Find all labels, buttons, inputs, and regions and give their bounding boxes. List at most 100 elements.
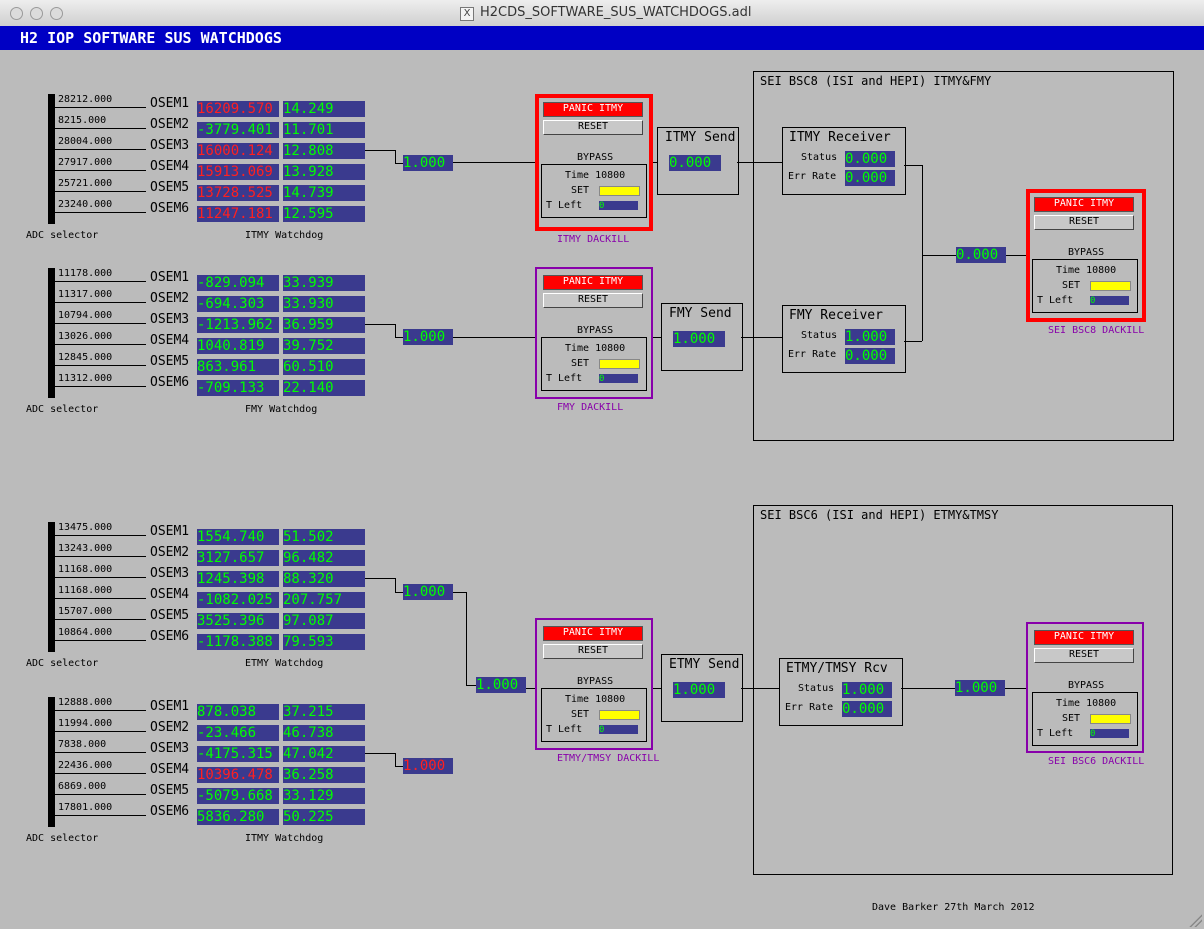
bypass-time: Time 10800	[565, 694, 626, 705]
sender-value-field: 1.000	[673, 331, 725, 347]
dackill-frame	[535, 267, 653, 399]
sei-bsc8-combined-field: 0.000	[956, 247, 1006, 263]
reset-button[interactable]: RESET	[543, 644, 643, 659]
panic-button[interactable]: PANIC ITMY	[543, 275, 643, 290]
osem-signal-field: 11247.181	[197, 206, 279, 222]
receiver-title: ETMY/TMSY Rcv	[786, 661, 888, 676]
adc-tick-line	[55, 710, 146, 711]
adc-tick-line	[55, 344, 146, 345]
adc-value: 11168.000	[58, 564, 113, 575]
watchdog-label: ETMY Watchdog	[245, 658, 324, 669]
adc-tick-line	[55, 302, 146, 303]
minimize-window-button[interactable]	[30, 7, 43, 20]
osem-signal-field: 3127.657	[197, 550, 279, 566]
bypass-frame	[1032, 692, 1138, 746]
osem-signal-field: -1213.962	[197, 317, 279, 333]
sei-bsc8-title: SEI BSC8 (ISI and HEPI) ITMY&FMY	[760, 74, 992, 88]
adc-selector-bar[interactable]	[48, 268, 55, 398]
adc-value: 8215.000	[58, 115, 107, 126]
receiver-frame	[782, 305, 906, 373]
panic-button[interactable]: PANIC ITMY	[1034, 630, 1134, 645]
reset-button[interactable]: RESET	[1034, 215, 1134, 230]
bypass-label: BYPASS	[577, 152, 614, 163]
reset-button[interactable]: RESET	[1034, 648, 1134, 663]
adc-tick-line	[55, 365, 146, 366]
dackill-label: ETMY/TMSY DACKILL	[557, 753, 660, 764]
adc-tick-line	[55, 128, 146, 129]
bypass-set-button[interactable]	[1090, 714, 1131, 724]
bypass-set-button[interactable]	[599, 710, 640, 720]
watchdog-sum-field: 1.000	[403, 155, 453, 171]
receiver-err-field: 0.000	[845, 348, 895, 364]
resize-handle[interactable]	[1186, 911, 1202, 927]
tleft-label: T Left	[546, 373, 583, 384]
bypass-time: Time 10800	[1056, 265, 1117, 276]
osem-rms-field: 39.752	[283, 338, 365, 354]
osem-label: OSEM6	[150, 201, 190, 216]
zoom-window-button[interactable]	[50, 7, 63, 20]
dackill-frame	[535, 94, 653, 231]
connector-line	[395, 766, 403, 767]
sender-frame	[657, 127, 739, 195]
osem-label: OSEM2	[150, 720, 190, 735]
connector-line	[365, 150, 395, 151]
osem-label: OSEM1	[150, 524, 190, 539]
adc-tick-line	[55, 598, 146, 599]
set-label: SET	[571, 709, 590, 720]
osem-signal-field: -694.303	[197, 296, 279, 312]
merged-sum-field: 1.000	[476, 677, 526, 693]
osem-signal-field: -1178.388	[197, 634, 279, 650]
adc-selector-bar[interactable]	[48, 522, 55, 652]
osem-rms-field: 11.701	[283, 122, 365, 138]
adc-tick-line	[55, 556, 146, 557]
receiver-status-field: 1.000	[842, 682, 892, 698]
adc-tick-line	[55, 794, 146, 795]
osem-signal-field: 1245.398	[197, 571, 279, 587]
adc-tick-line	[55, 619, 146, 620]
panic-button[interactable]: PANIC ITMY	[543, 626, 643, 641]
adc-value: 10864.000	[58, 627, 113, 638]
adc-selector-bar[interactable]	[48, 697, 55, 827]
adc-value: 12845.000	[58, 352, 113, 363]
x11-icon: X	[460, 7, 474, 21]
dackill-label: ITMY DACKILL	[557, 234, 630, 245]
connector-line	[1005, 688, 1026, 689]
dackill-frame	[535, 618, 653, 750]
connector-line	[365, 578, 395, 579]
bypass-set-button[interactable]	[599, 186, 640, 196]
osem-rms-field: 12.595	[283, 206, 365, 222]
dackill-frame	[1026, 622, 1144, 753]
panic-button[interactable]: PANIC ITMY	[1034, 197, 1134, 212]
connector-line	[453, 162, 535, 163]
bypass-set-button[interactable]	[1090, 281, 1131, 291]
sender-value-field: 1.000	[673, 682, 725, 698]
osem-rms-field: 33.939	[283, 275, 365, 291]
adc-selector-label: ADC selector	[26, 833, 99, 844]
reset-button[interactable]: RESET	[543, 293, 643, 308]
osem-label: OSEM3	[150, 741, 190, 756]
bypass-time: Time 10800	[565, 170, 626, 181]
receiver-frame	[782, 127, 906, 195]
tleft-value: 0	[1090, 729, 1129, 739]
close-window-button[interactable]	[10, 7, 23, 20]
osem-rms-field: 33.930	[283, 296, 365, 312]
bypass-set-button[interactable]	[599, 359, 640, 369]
osem-signal-field: -23.466	[197, 725, 279, 741]
panic-button[interactable]: PANIC ITMY	[543, 102, 643, 117]
adc-value: 10794.000	[58, 310, 113, 321]
set-label: SET	[1062, 713, 1081, 724]
receiver-err-field: 0.000	[845, 170, 895, 186]
adc-value: 11178.000	[58, 268, 113, 279]
osem-rms-field: 79.593	[283, 634, 365, 650]
adc-selector-bar[interactable]	[48, 94, 55, 224]
adc-value: 13243.000	[58, 543, 113, 554]
connector-line	[466, 592, 467, 685]
reset-button[interactable]: RESET	[543, 120, 643, 135]
connector-line	[526, 688, 535, 689]
adc-tick-line	[55, 149, 146, 150]
osem-rms-field: 97.087	[283, 613, 365, 629]
osem-rms-field: 22.140	[283, 380, 365, 396]
adc-value: 22436.000	[58, 760, 113, 771]
osem-label: OSEM4	[150, 762, 190, 777]
